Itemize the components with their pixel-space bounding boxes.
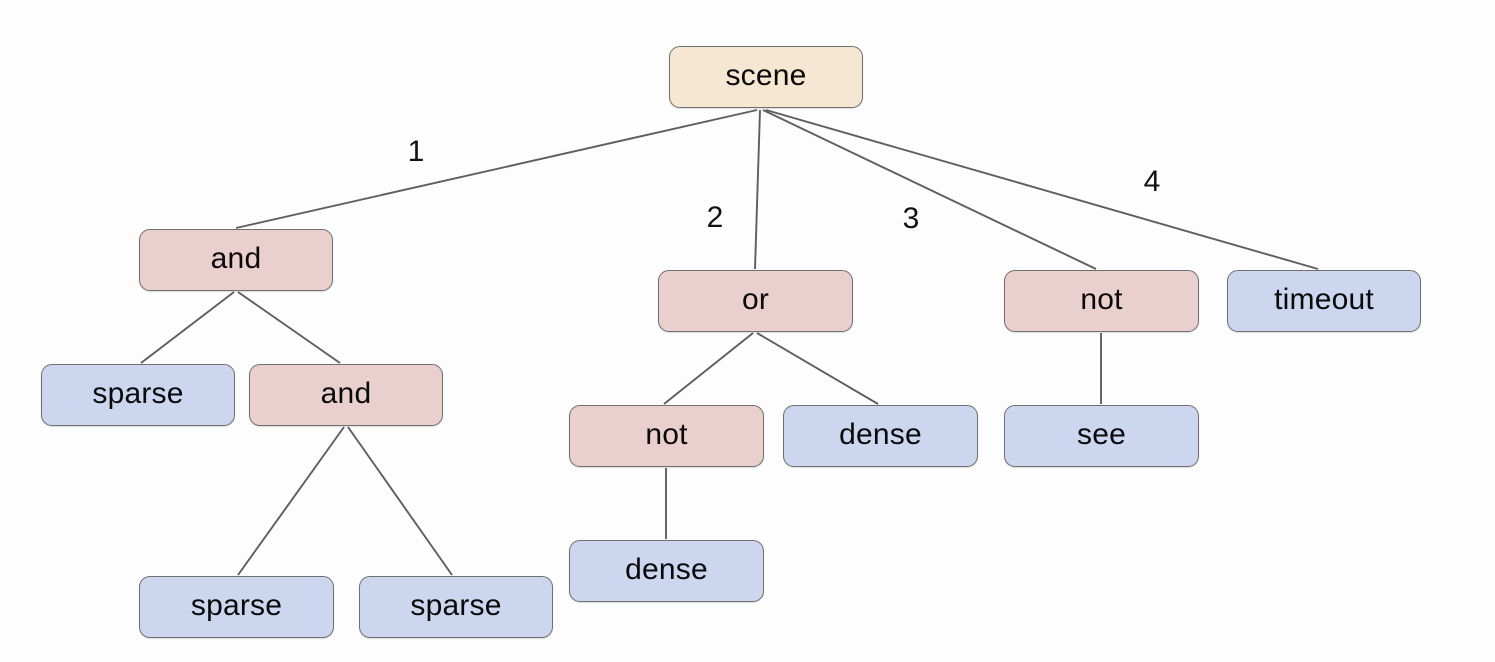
tree-node-label: sparse (410, 589, 502, 622)
tree-node-label: timeout (1274, 283, 1374, 316)
tree-node-sparse3[interactable]: sparse (359, 576, 553, 638)
tree-node-label: and (210, 242, 262, 275)
tree-node-or1[interactable]: or (658, 270, 853, 332)
tree-node-sparse2[interactable]: sparse (139, 576, 334, 638)
tree-edge (347, 426, 453, 576)
edge-label-2: 2 (706, 201, 724, 234)
tree-node-label: sparse (190, 589, 283, 622)
tree-node-not1[interactable]: not (1004, 270, 1199, 332)
tree-edge (140, 291, 235, 364)
edge-label-4: 4 (1143, 165, 1161, 198)
tree-edge (237, 291, 341, 364)
tree-edge (237, 426, 345, 576)
tree-node-sparse1[interactable]: sparse (41, 364, 235, 426)
tree-edge (756, 332, 879, 405)
tree-node-and1[interactable]: and (139, 229, 333, 291)
tree-node-label: not (1080, 283, 1123, 316)
tree-node-label: see (1077, 418, 1126, 451)
tree-edge (762, 109, 1097, 270)
tree-edge (765, 109, 1319, 270)
tree-edge (754, 109, 761, 270)
tree-node-label: sparse (92, 377, 184, 410)
tree-node-label: scene (725, 59, 807, 92)
tree-node-not2[interactable]: not (569, 405, 764, 467)
tree-node-label: dense (625, 553, 708, 586)
tree-node-label: and (320, 377, 372, 410)
tree-node-label: dense (839, 418, 922, 451)
tree-node-dense1[interactable]: dense (783, 405, 978, 467)
tree-node-and2[interactable]: and (249, 364, 443, 426)
tree-node-scene[interactable]: scene (669, 46, 863, 108)
edge-label-1: 1 (407, 135, 425, 168)
tree-node-see[interactable]: see (1004, 405, 1199, 467)
tree-node-timeout[interactable]: timeout (1227, 270, 1421, 332)
tree-node-label: not (645, 418, 688, 451)
edge-label-3: 3 (902, 202, 920, 235)
tree-node-dense2[interactable]: dense (569, 540, 764, 602)
tree-edge (663, 332, 754, 405)
tree-node-label: or (741, 283, 770, 316)
tree-edge (235, 109, 758, 229)
